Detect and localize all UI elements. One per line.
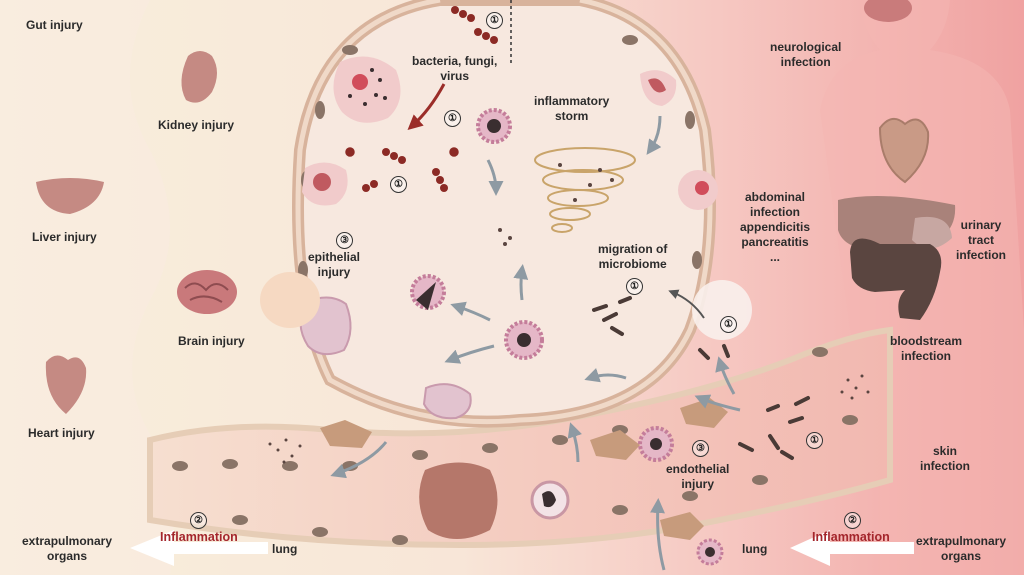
label-abdominal-infection: abdominal infection appendicitis pancrea… bbox=[740, 190, 811, 264]
marker-1-migration: ① bbox=[626, 278, 643, 295]
label-inflammatory-storm: inflammatory storm bbox=[534, 94, 610, 123]
inflammation-arrow-left bbox=[130, 530, 268, 566]
neutrophil-cell-center bbox=[504, 320, 544, 360]
marker-3-endothelial: ③ bbox=[692, 440, 709, 457]
label-lung-left: lung bbox=[272, 542, 298, 556]
marker-1-top: ① bbox=[486, 12, 503, 29]
kidney-organ-icon bbox=[181, 51, 217, 103]
marker-2-right: ② bbox=[844, 512, 861, 529]
infected-epithelial-cell bbox=[302, 162, 348, 206]
marker-2-left: ② bbox=[190, 512, 207, 529]
epithelial-cell-light bbox=[260, 272, 320, 328]
label-endothelial-injury: endothelial injury bbox=[666, 462, 730, 491]
label-bloodstream-infection: bloodstream infection bbox=[890, 334, 963, 363]
migration-arrow bbox=[668, 289, 705, 319]
inflammatory-storm-tornado bbox=[534, 147, 636, 233]
leukocyte-cell bbox=[530, 480, 570, 520]
inflammation-arrow-right bbox=[790, 530, 914, 566]
red-blood-cell bbox=[419, 462, 498, 539]
marker-1-vessel: ① bbox=[806, 432, 823, 449]
cytokine-particles bbox=[498, 163, 614, 246]
brain-top-icon bbox=[864, 0, 912, 22]
infected-cell-upper-right bbox=[640, 70, 677, 106]
label-inflammation-left: Inflammation bbox=[160, 530, 238, 544]
neutrophil-cell-left bbox=[410, 274, 446, 310]
neutrophil-cell-top bbox=[476, 108, 512, 144]
blood-vessel bbox=[147, 326, 893, 549]
label-kidney-injury: Kidney injury bbox=[158, 118, 235, 132]
microbiome-rods bbox=[592, 296, 810, 460]
marker-1-arrow: ① bbox=[444, 110, 461, 127]
pathogen-entry-arrow bbox=[407, 83, 446, 130]
microbe-bubble bbox=[692, 280, 752, 340]
intestine-organ-icon bbox=[850, 238, 942, 320]
neutrophil-cell-vessel bbox=[638, 426, 674, 462]
label-urinary-infection: urinary tract infection bbox=[956, 218, 1006, 262]
label-gut-injury: Gut injury bbox=[26, 18, 83, 32]
label-migration-microbiome: migration of microbiome bbox=[598, 242, 668, 271]
label-extrapulmonary-right: extrapulmonary organs bbox=[916, 534, 1007, 563]
brain-organ-icon bbox=[177, 270, 237, 314]
label-inflammation-right: Inflammation bbox=[812, 530, 890, 544]
label-epithelial-injury: epithelial injury bbox=[308, 250, 361, 279]
virus-particles bbox=[345, 147, 459, 157]
label-brain-injury: Brain injury bbox=[178, 334, 245, 348]
marker-1-bubble: ① bbox=[720, 316, 737, 333]
label-extrapulmonary-left: extrapulmonary organs bbox=[22, 534, 113, 563]
bacteria-chains bbox=[362, 6, 498, 192]
infected-cell-right bbox=[678, 170, 718, 210]
stomach-organ-icon bbox=[912, 216, 952, 249]
left-wave-band bbox=[0, 0, 174, 575]
label-lung-right: lung bbox=[742, 542, 768, 556]
label-liver-injury: Liver injury bbox=[32, 230, 97, 244]
marker-3-epithelial: ③ bbox=[336, 232, 353, 249]
label-neurological-infection: neurological infection bbox=[770, 40, 842, 69]
heart-organ-icon bbox=[878, 117, 930, 184]
label-pathogens: bacteria, fungi, virus bbox=[412, 54, 498, 83]
flow-arrows bbox=[330, 115, 741, 571]
heart-left-organ-icon bbox=[45, 355, 87, 414]
neutrophil-cell-bottom bbox=[696, 538, 724, 566]
infected-macrophage-cell bbox=[333, 56, 401, 123]
marker-1-bacteria: ① bbox=[390, 176, 407, 193]
liver-left-organ-icon bbox=[36, 178, 104, 214]
endothelial-cells bbox=[320, 398, 728, 540]
dot-clusters bbox=[268, 374, 870, 464]
label-skin-infection: skin infection bbox=[920, 444, 970, 473]
label-heart-injury: Heart injury bbox=[28, 426, 95, 440]
vessel-wall-cells bbox=[172, 347, 858, 545]
